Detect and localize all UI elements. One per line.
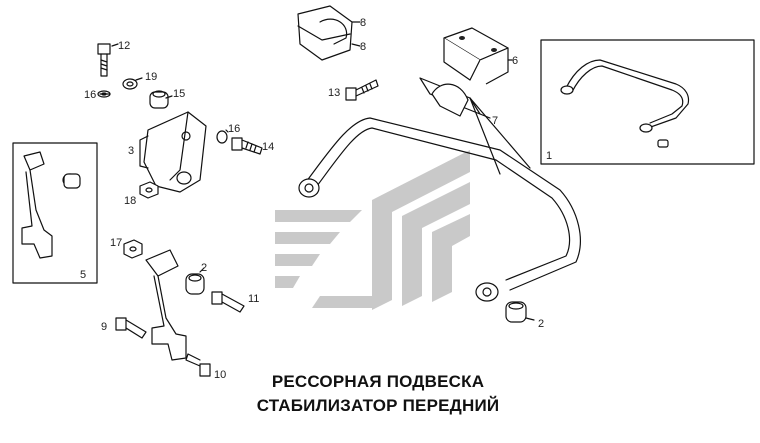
part-8-bushing (297, 5, 353, 61)
part-3-bracket (139, 111, 207, 193)
part-6-clamp-bracket (419, 27, 509, 117)
link-arm (145, 249, 187, 361)
label-part-11: 11 (248, 293, 259, 305)
label-part-2-right: 2 (538, 318, 544, 330)
label-part-17: 17 (110, 237, 122, 249)
label-part-5: 5 (80, 269, 86, 281)
label-part-6: 6 (512, 55, 518, 67)
diagram-title-line-2: СТАБИЛИЗАТОР ПЕРЕДНИЙ (256, 396, 500, 415)
part-1-stabilizer-bar-inset (540, 39, 755, 165)
part-7-main-stabilizer-bar (298, 117, 581, 302)
label-part-19: 19 (145, 71, 157, 83)
label-part-12: 12 (118, 40, 130, 52)
bolt-11 (211, 291, 245, 313)
leader-lines (99, 21, 535, 321)
label-part-13: 13 (328, 87, 340, 99)
part-17-nut (123, 239, 143, 259)
bolt-12 (97, 43, 111, 77)
part-2-bushing-right (505, 301, 527, 323)
label-part-1: 1 (546, 150, 552, 162)
label-part-8-bottom: 8 (360, 41, 366, 53)
part-number-labels: 1 2 2 3 5 6 7 8 8 9 10 11 12 13 14 15 16… (80, 17, 552, 381)
label-part-2-left: 2 (201, 262, 207, 274)
watermark-logo (275, 150, 470, 310)
label-part-10: 10 (214, 369, 226, 381)
label-part-14: 14 (262, 141, 274, 153)
bolt-9 (115, 317, 147, 339)
part-15-bushing (149, 90, 169, 109)
label-part-8-top: 8 (360, 17, 366, 29)
washer-16-side (216, 130, 228, 144)
label-part-18: 18 (124, 195, 136, 207)
label-part-16-right: 16 (228, 123, 240, 135)
part-19-sleeve (122, 78, 138, 90)
part-18-nut (139, 181, 159, 199)
label-part-15: 15 (173, 88, 185, 100)
bolt-10 (185, 353, 211, 377)
label-part-7: 7 (492, 115, 498, 127)
bolt-14 (231, 137, 263, 155)
part-2-bushing-left (185, 273, 205, 295)
label-part-9: 9 (101, 321, 107, 333)
label-part-16-left: 16 (84, 89, 96, 101)
diagram-title-line-1: РЕССОРНАЯ ПОДВЕСКА (271, 372, 485, 391)
part-5-link-inset (12, 142, 98, 284)
label-part-3: 3 (128, 145, 134, 157)
bolt-13 (345, 79, 379, 101)
